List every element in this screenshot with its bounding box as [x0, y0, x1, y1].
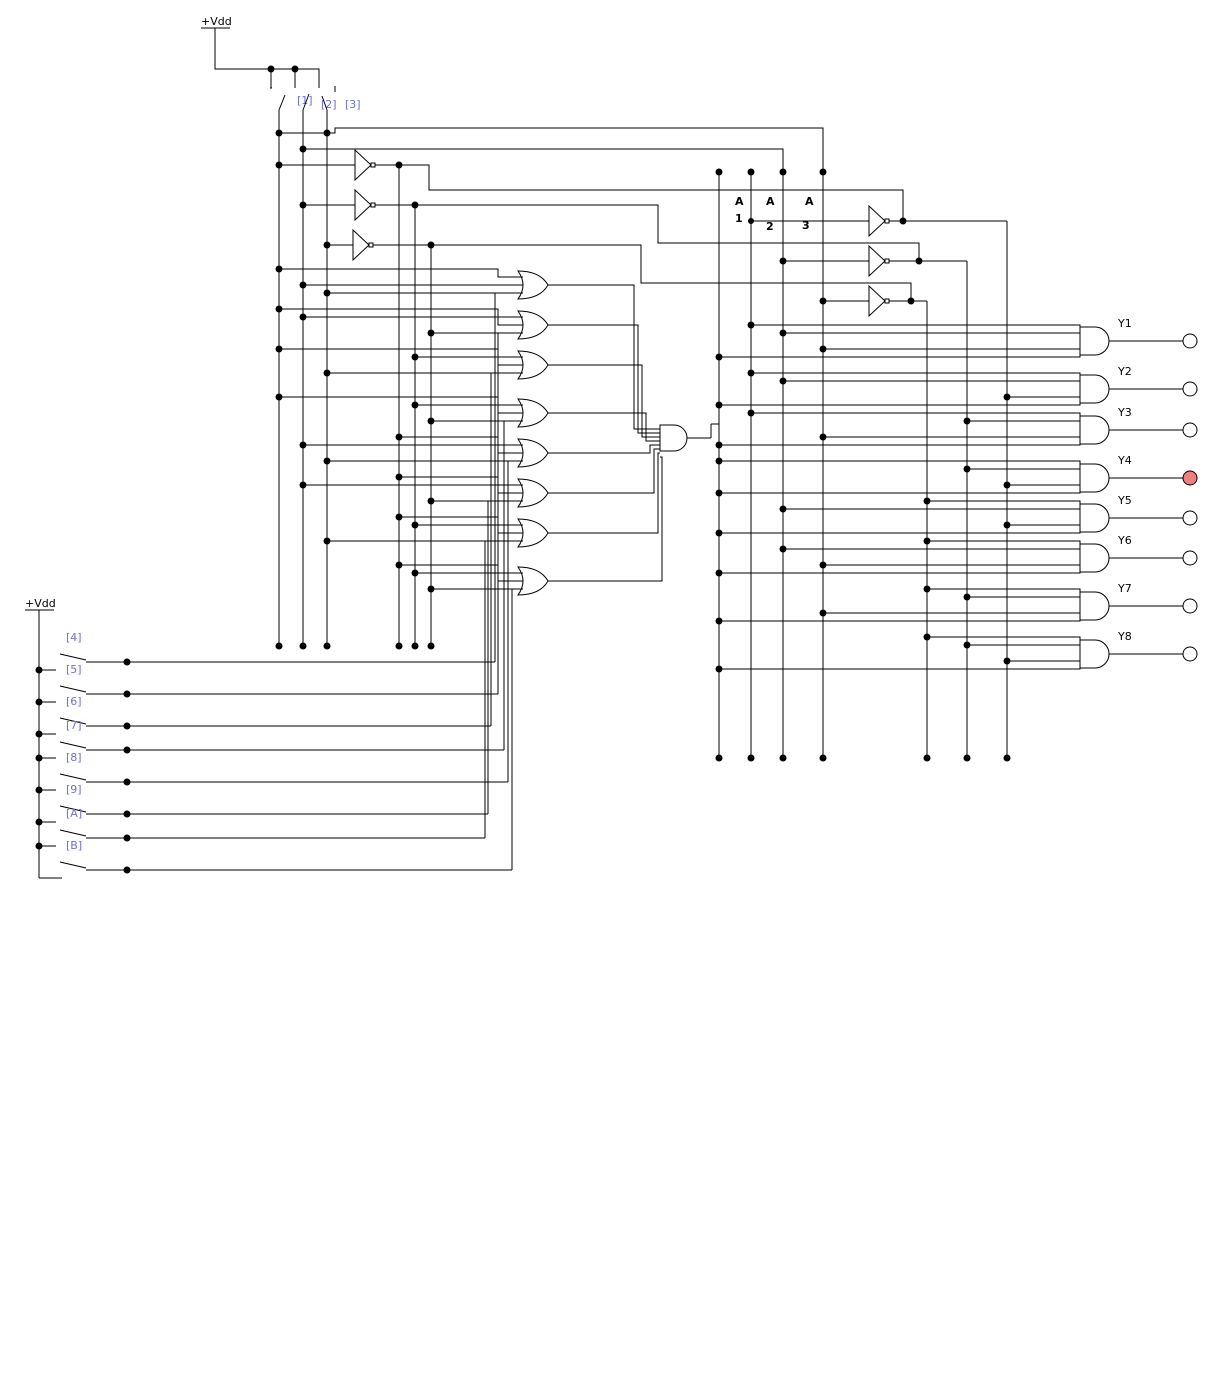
data-switch-2-label: [5]: [66, 663, 82, 676]
address-label-1-letter: A: [735, 195, 744, 208]
address-label-2-index: 2: [766, 220, 774, 233]
output-4-label: Y4: [1117, 454, 1132, 467]
top-supply: +Vdd: [201, 15, 320, 88]
or-gate-array: [275, 265, 663, 596]
output-1: Y1: [715, 317, 1198, 361]
data-switch-7-label: [A]: [66, 807, 82, 820]
address-label-1-index: 1: [735, 212, 743, 225]
data-switch-6[interactable]: [9]: [39, 500, 520, 823]
address-label-2-letter: A: [766, 195, 775, 208]
output-3: Y3: [715, 406, 1198, 449]
address-feed-wires: [275, 127, 824, 172]
or-gate-2: [275, 305, 660, 434]
output-8-led-indicator: [1182, 646, 1198, 662]
data-switch-1[interactable]: [4]: [39, 292, 520, 671]
output-6-label: Y6: [1117, 534, 1132, 547]
output-2-label: Y2: [1117, 365, 1132, 378]
or-gate-1: [275, 265, 660, 430]
input-inverters: [275, 148, 920, 301]
data-switch-4[interactable]: [7]: [39, 420, 520, 759]
address-label-3-letter: A: [805, 195, 814, 208]
top-vdd-label: +Vdd: [201, 15, 232, 28]
data-switch-3[interactable]: [6]: [39, 372, 520, 735]
output-1-led-indicator: [1182, 333, 1198, 349]
left-vdd-label: +Vdd: [25, 597, 56, 610]
selector-switch-1-label: [1]: [297, 94, 313, 107]
selector-switch-3[interactable]: [3]: [321, 86, 361, 133]
data-switch-4-label: [7]: [66, 719, 82, 732]
output-3-label: Y3: [1117, 406, 1132, 419]
data-switch-5-label: [8]: [66, 751, 82, 764]
output-7-label: Y7: [1117, 582, 1132, 595]
or-gate-5: [299, 433, 660, 468]
output-4: Y4: [715, 454, 1198, 497]
data-switch-7[interactable]: [A]: [39, 540, 520, 847]
data-switch-2[interactable]: [5]: [39, 332, 520, 703]
data-switch-8[interactable]: [B]: [39, 588, 520, 879]
output-5-label: Y5: [1117, 494, 1132, 507]
data-switch-3-label: [6]: [66, 695, 82, 708]
output-8-label: Y8: [1117, 630, 1132, 643]
output-2: Y2: [715, 365, 1198, 409]
output-2-led-indicator: [1182, 381, 1198, 397]
data-switch-1-label: [4]: [66, 631, 82, 644]
selector-switch-1[interactable]: [1]: [270, 87, 313, 133]
data-switch-bank: [4] [5] [6] [7] [8] [9] [A] [B]: [35, 292, 520, 879]
address-bus: [715, 168, 1011, 762]
output-7-led-indicator: [1182, 598, 1198, 614]
address-labels: A 1 A 2 A 3: [735, 195, 814, 233]
or-gate-4: [275, 393, 660, 442]
output-6: Y6: [715, 534, 1198, 577]
or-gate-7: [323, 452, 660, 548]
selector-switch-2-label: [2]: [321, 98, 337, 111]
left-supply: +Vdd: [25, 597, 62, 879]
output-1-label: Y1: [1117, 317, 1132, 330]
selector-switch-2[interactable]: [2]: [302, 93, 337, 149]
selector-switch-3-label: [3]: [345, 98, 361, 111]
address-label-3-index: 3: [802, 219, 810, 232]
output-7: Y7: [715, 582, 1198, 625]
output-5-led-indicator: [1182, 510, 1198, 526]
or-gate-6: [299, 448, 660, 508]
or-gate-3: [275, 345, 660, 438]
output-8: Y8: [715, 630, 1198, 673]
data-switch-6-label: [9]: [66, 783, 82, 796]
data-switch-8-label: [B]: [66, 839, 82, 852]
address-inverters: [748, 204, 1007, 318]
output-3-led-indicator: [1182, 422, 1198, 438]
output-5: Y5: [715, 494, 1198, 537]
output-6-led-indicator: [1182, 550, 1198, 566]
output-4-led-indicator: [1182, 470, 1198, 486]
collector-and-gate: [659, 423, 719, 452]
data-switch-5[interactable]: [8]: [39, 460, 520, 791]
